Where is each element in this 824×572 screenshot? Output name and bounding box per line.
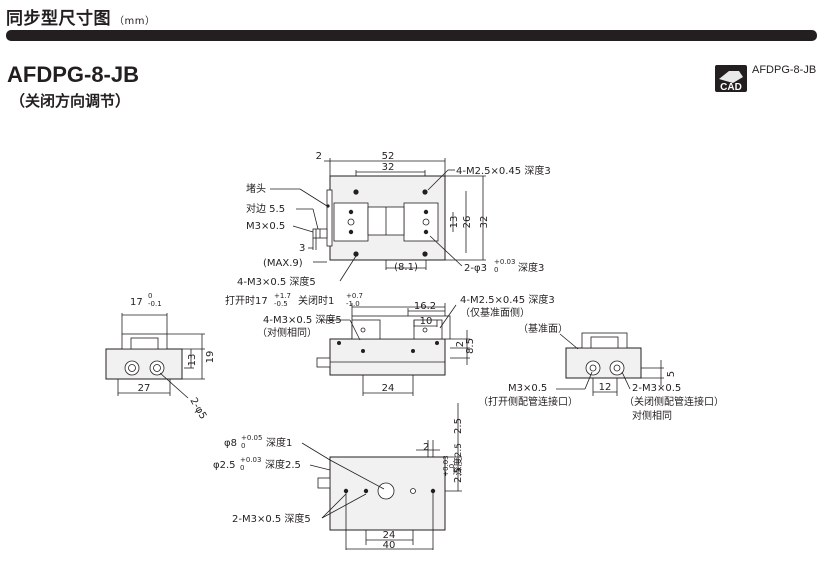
dim-40: 40 bbox=[383, 540, 396, 551]
dim-5: 5 bbox=[666, 371, 677, 377]
dim-13-left: 13 bbox=[187, 354, 198, 367]
dim-24-bottom: 24 bbox=[383, 530, 396, 541]
unit-label: （mm） bbox=[114, 16, 156, 27]
dim-26: 26 bbox=[462, 216, 473, 229]
model-subtitle: （关闭方向调节） bbox=[10, 92, 131, 110]
phi25-tol-top: +0.03 bbox=[240, 456, 261, 464]
cad-badge-text: CAD bbox=[720, 82, 742, 92]
dim-19: 19 bbox=[205, 351, 216, 364]
note-ref-side: （仅基准面侧） bbox=[460, 306, 530, 319]
dim-32-width: 32 bbox=[382, 162, 395, 173]
note-m25-thread: 4-M2.5×0.45 深度3 bbox=[456, 164, 551, 177]
front-view: 打开时17 +1.7 -0.5 关闭时1 +0.7 -1.0 16.2 10 4… bbox=[225, 292, 555, 396]
note-m3-open: M3×0.5 bbox=[508, 383, 547, 394]
right-view: （基准面） 5 12 M3×0.5 （打开侧配管连接口） 2-M3×0.5 （关… bbox=[478, 322, 724, 422]
dim-13: 13 bbox=[449, 216, 460, 229]
note-phi8: φ8 bbox=[224, 438, 237, 449]
dim-12: 12 bbox=[599, 382, 612, 393]
dim-8-1: (8.1) bbox=[394, 262, 418, 273]
dim-24-front: 24 bbox=[382, 383, 395, 394]
close-dim-label: 关闭时1 bbox=[298, 294, 334, 307]
title-divider-bar bbox=[6, 30, 817, 41]
dim-3: 3 bbox=[299, 243, 305, 254]
note-same-right: 对侧相同 bbox=[632, 409, 672, 422]
note-m3-front: 4-M3×0.5 深度5 bbox=[263, 313, 342, 326]
section-title-text: 同步型尺寸图 bbox=[6, 9, 111, 29]
left-view: 17 0 -0.1 13 19 27 2-φ5 bbox=[105, 292, 216, 421]
pin-tol-bot: 0 bbox=[494, 266, 498, 274]
note-open-port: （打开侧配管连接口） bbox=[478, 395, 578, 408]
model-name: AFDPG-8-JB bbox=[7, 62, 140, 87]
phi8-tol-top: +0.05 bbox=[241, 434, 262, 442]
dim-2-5-tol: +0.03 bbox=[442, 455, 450, 476]
bottom-view: 2 2.5 2.5 +0.03 0 深度2.5 φ8 +0.05 0 深度1 φ… bbox=[213, 403, 464, 551]
note-pin-2phi3: 2-φ3 bbox=[464, 263, 487, 274]
dim-8-5: 8.5 bbox=[465, 338, 476, 354]
label-ref-face: （基准面） bbox=[518, 322, 568, 335]
dim-2-5-vert: 2.5 bbox=[453, 418, 464, 434]
dim-max9: (MAX.9) bbox=[263, 258, 303, 269]
label-flats: 对边 5.5 bbox=[246, 202, 285, 215]
dim-52: 52 bbox=[382, 151, 395, 162]
dim-2-top: 2 bbox=[316, 151, 322, 162]
note-2m3-close: 2-M3×0.5 bbox=[632, 383, 681, 394]
note-2m3-bottom: 2-M3×0.5 深度5 bbox=[232, 512, 311, 525]
phi25-depth: 深度2.5 bbox=[265, 458, 301, 471]
close-tol-bot: -1.0 bbox=[346, 300, 360, 308]
dim-2phi5: 2-φ5 bbox=[187, 396, 208, 421]
close-tol-top: +0.7 bbox=[346, 292, 363, 300]
dim-17-tol-bot: -0.1 bbox=[148, 300, 162, 308]
pin-tol-top: +0.03 bbox=[494, 258, 515, 266]
phi8-depth: 深度1 bbox=[266, 436, 292, 449]
dim-2-5-lower: 2.5 bbox=[453, 467, 464, 483]
note-m25-front: 4-M2.5×0.45 深度3 bbox=[460, 293, 555, 306]
dim-2-5-tol0: 0 bbox=[448, 464, 456, 468]
phi8-tol-bot: 0 bbox=[241, 442, 245, 450]
cad-model-label: AFDPG-8-JB bbox=[752, 64, 817, 76]
note-phi25: φ2.5 bbox=[213, 460, 236, 471]
dim-2-bottom: 2 bbox=[423, 442, 429, 453]
dim-17-left: 17 bbox=[130, 297, 143, 308]
dim-2-5-depth: 深度2.5 bbox=[452, 443, 464, 475]
dim-16-2: 16.2 bbox=[414, 301, 436, 312]
dim-2-front: 2 bbox=[455, 341, 466, 347]
note-close-port: （关闭侧配管连接口） bbox=[624, 395, 724, 408]
dim-10: 10 bbox=[420, 316, 433, 327]
section-title: 同步型尺寸图（mm） bbox=[6, 4, 155, 29]
note-m3-4: 4-M3×0.5 深度5 bbox=[237, 275, 316, 288]
open-dim-label: 打开时17 bbox=[225, 294, 268, 307]
phi25-tol-bot: 0 bbox=[240, 464, 244, 472]
top-view: 2 52 32 4-M2.5×0.45 深度3 32 26 13 堵头 对边 5… bbox=[237, 151, 551, 288]
cad-icon[interactable]: CAD bbox=[715, 65, 747, 92]
note-same-side: （对侧相同） bbox=[257, 326, 317, 339]
label-m3: M3×0.5 bbox=[246, 221, 285, 232]
open-tol-top: +1.7 bbox=[274, 292, 291, 300]
open-tol-bot: -0.5 bbox=[274, 300, 288, 308]
pin-depth: 深度3 bbox=[518, 261, 544, 274]
label-plug: 堵头 bbox=[246, 182, 266, 195]
dim-17-tol-top: 0 bbox=[148, 292, 152, 300]
dim-27: 27 bbox=[138, 383, 151, 394]
dim-32-height: 32 bbox=[479, 216, 490, 229]
